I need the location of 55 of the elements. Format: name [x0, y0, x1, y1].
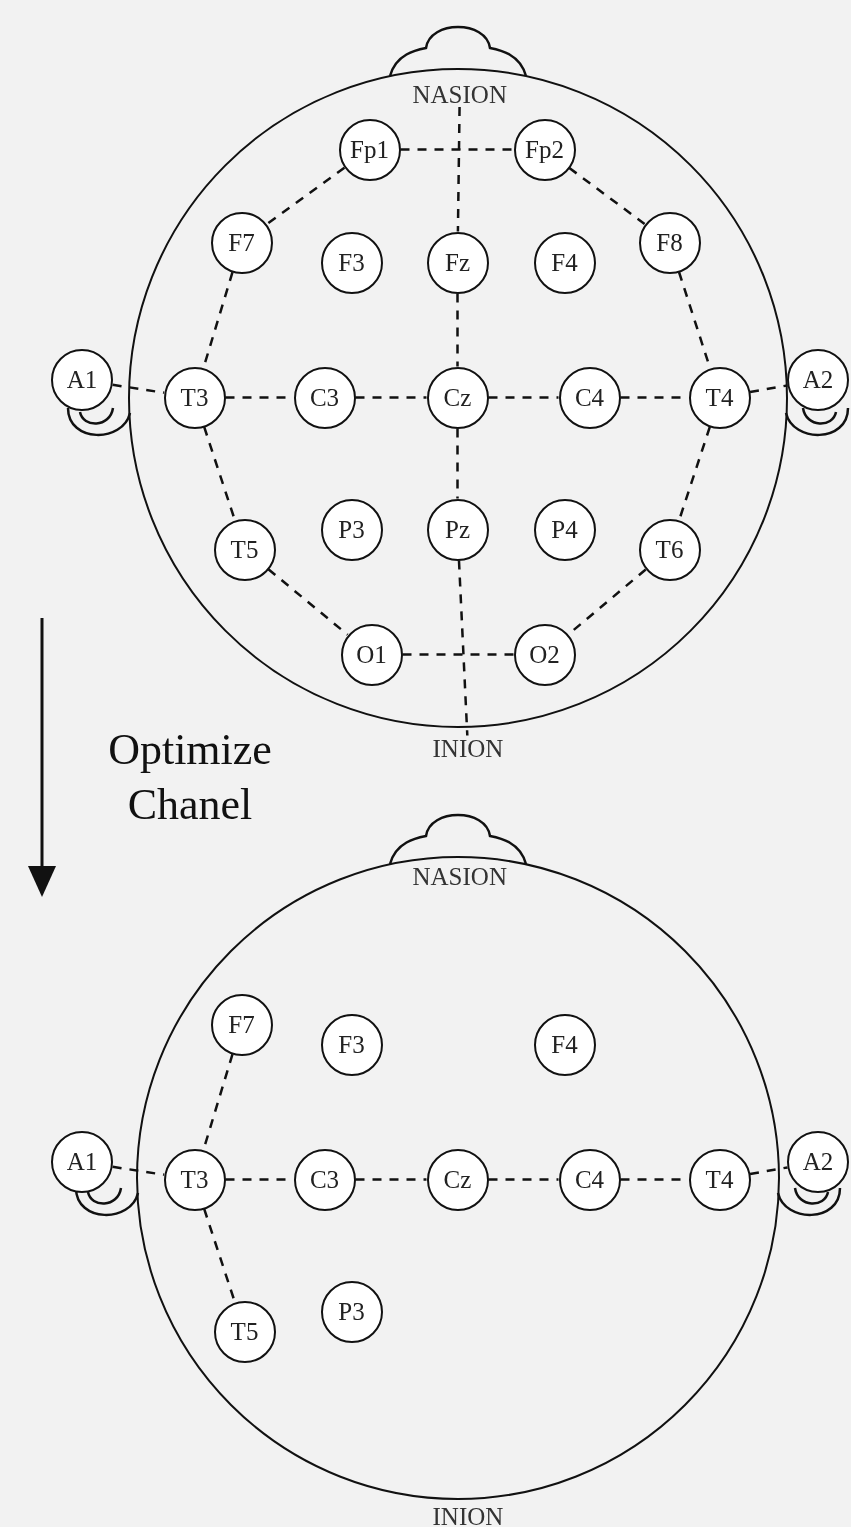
head-outline: [136, 856, 780, 1500]
step-label: Optimize Chanel: [107, 724, 273, 831]
electrode-marker: C3: [293, 366, 356, 429]
electrode-marker: C3: [293, 1148, 356, 1211]
dashed-line: [355, 396, 427, 399]
electrode-marker: T4: [688, 366, 751, 429]
landmark-label: NASION: [412, 82, 507, 107]
electrode-marker: T5: [213, 518, 276, 581]
electrode-marker: F3: [320, 231, 383, 294]
dashed-line: [355, 1178, 427, 1181]
electrode-marker: P4: [533, 498, 596, 561]
electrode-marker: F7: [210, 211, 273, 274]
electrode-marker: F8: [638, 211, 701, 274]
electrode-marker: T3: [163, 1148, 226, 1211]
electrode-marker: A1: [51, 1131, 113, 1193]
dashed-line: [488, 1178, 559, 1181]
electrode-marker: T5: [213, 1300, 276, 1363]
dashed-line: [488, 396, 559, 399]
electrode-marker: O2: [513, 623, 576, 686]
landmark-label: INION: [432, 1503, 504, 1527]
electrode-marker: Pz: [426, 498, 489, 561]
dashed-line: [402, 653, 514, 656]
electrode-marker: T6: [638, 518, 701, 581]
electrode-marker: F3: [320, 1013, 383, 1076]
electrode-marker: Cz: [426, 1148, 489, 1211]
electrode-marker: A1: [51, 349, 113, 411]
electrode-marker: T4: [688, 1148, 751, 1211]
dashed-line: [456, 428, 459, 499]
dashed-line: [400, 148, 514, 151]
electrode-marker: O1: [340, 623, 403, 686]
electrode-marker: F4: [533, 1013, 596, 1076]
dashed-line: [267, 568, 349, 636]
dashed-line: [265, 166, 346, 226]
electrode-marker: F7: [210, 993, 273, 1056]
landmark-label: INION: [432, 735, 504, 761]
electrode-marker: Fp2: [513, 118, 576, 181]
electrode-marker: A2: [787, 1131, 849, 1193]
dashed-line: [456, 107, 461, 232]
electrode-marker: F4: [533, 231, 596, 294]
electrode-marker: C4: [558, 366, 621, 429]
dashed-line: [457, 560, 469, 736]
electrode-marker: C4: [558, 1148, 621, 1211]
electrode-marker: Fp1: [338, 118, 401, 181]
electrode-marker: Cz: [426, 366, 489, 429]
electrode-marker: P3: [320, 1280, 383, 1343]
dashed-line: [568, 167, 646, 225]
electrode-marker: T3: [163, 366, 226, 429]
head-outline: [128, 68, 788, 728]
dashed-line: [456, 293, 459, 367]
dashed-line: [749, 1166, 788, 1176]
landmark-label: NASION: [412, 864, 507, 889]
electrode-marker: Fz: [426, 231, 489, 294]
electrode-marker: P3: [320, 498, 383, 561]
electrode-marker: A2: [787, 349, 849, 411]
dashed-line: [749, 384, 788, 394]
